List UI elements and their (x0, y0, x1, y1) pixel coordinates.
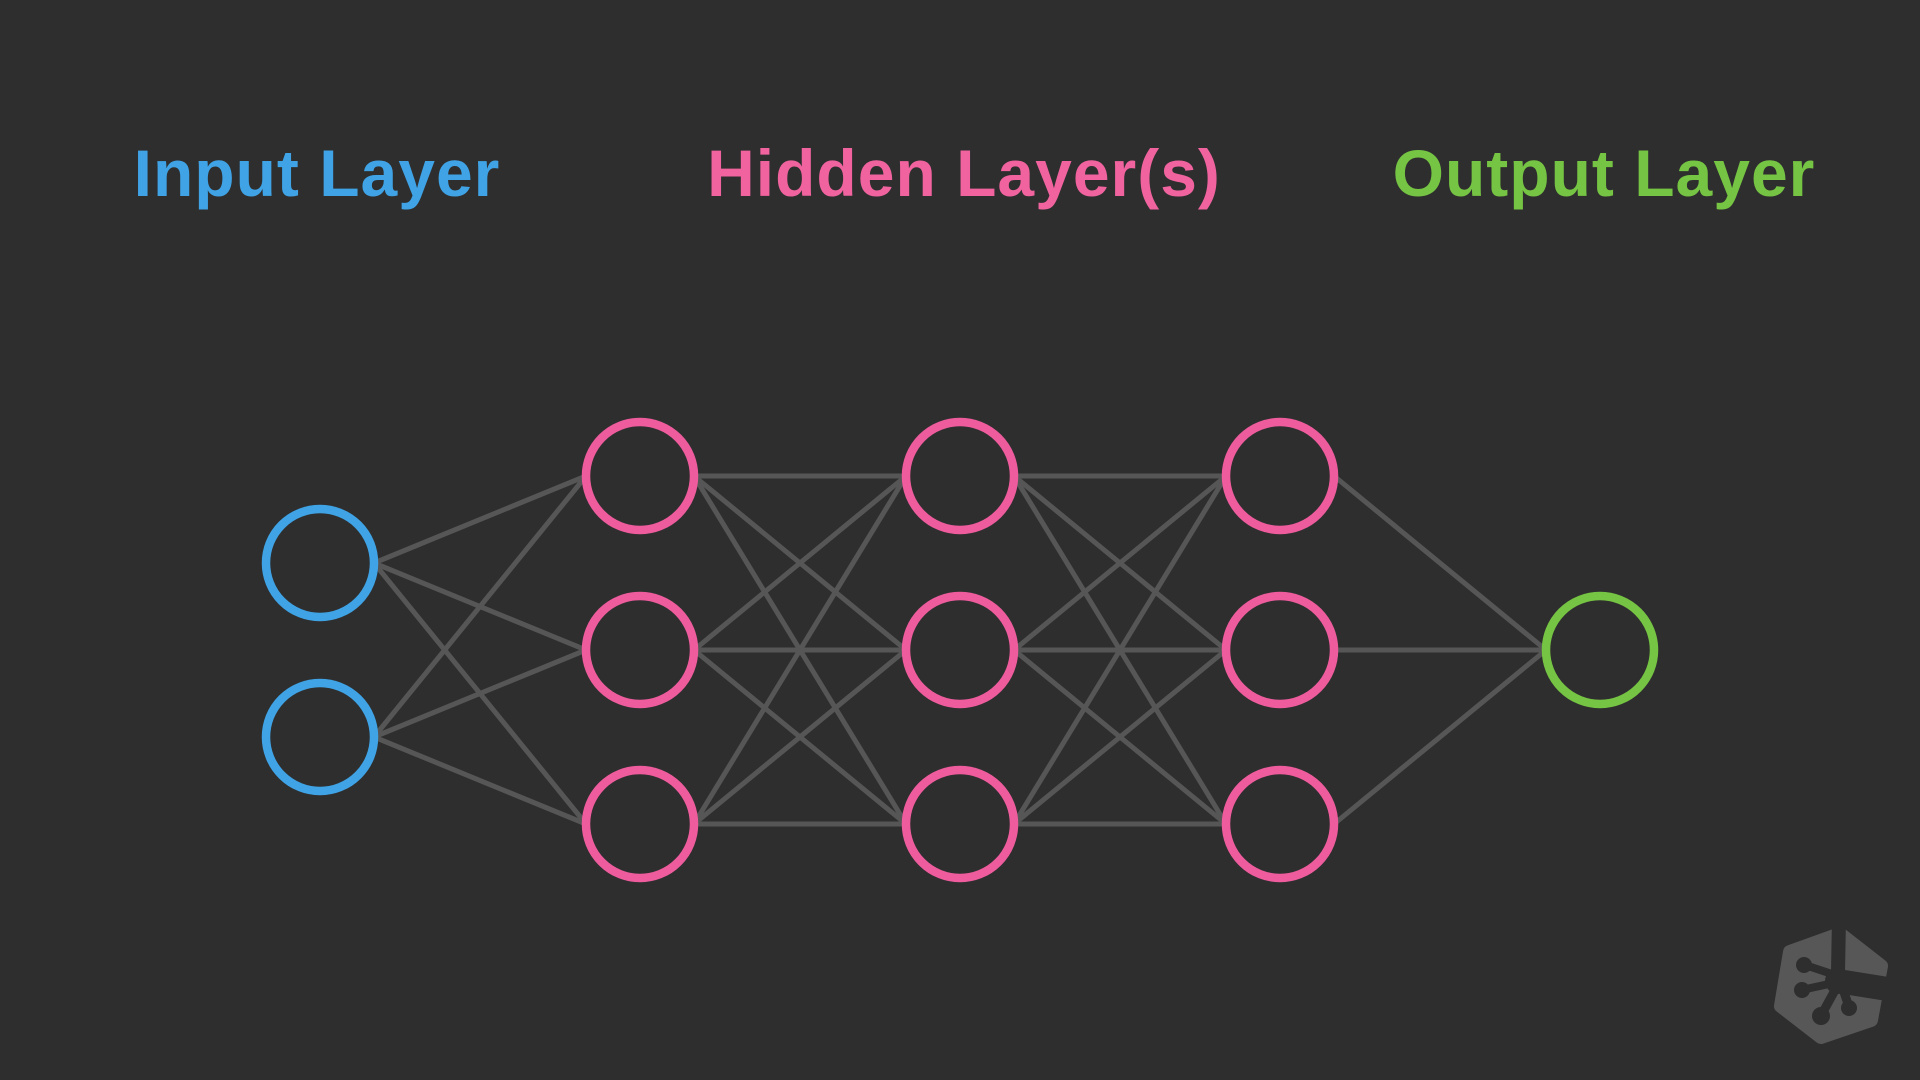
edge-hidden-2-to-hidden-3 (1012, 474, 1228, 652)
edge-input-to-hidden-1 (373, 734, 587, 827)
input-layer-label: Input Layer (133, 136, 501, 210)
edge-hidden-2-to-hidden-3 (1011, 474, 1229, 826)
input-node-2 (261, 678, 379, 796)
edges (372, 473, 1548, 827)
hidden-layer-label: Hidden Layer(s) (707, 136, 1221, 210)
input-node-1 (261, 504, 379, 622)
hidden-2-node-3 (901, 765, 1019, 883)
edge-hidden-1-to-hidden-2 (692, 648, 908, 826)
edge-hidden-3-to-output (1332, 648, 1548, 826)
output-layer-label: Output Layer (1392, 136, 1816, 210)
hidden-3-node-3 (1221, 765, 1339, 883)
edge-input-to-hidden-1 (373, 473, 587, 566)
frog-foot-cutout (1794, 922, 1894, 1025)
output-node-1 (1541, 591, 1659, 709)
edge-hidden-1-to-hidden-2 (691, 474, 909, 826)
edge-hidden-1-to-hidden-2 (692, 474, 908, 652)
edge-input-to-hidden-1 (372, 474, 588, 739)
hidden-3-node-1 (1221, 417, 1339, 535)
edge-hidden-3-to-output (1332, 474, 1548, 652)
hidden-3-node-2 (1221, 591, 1339, 709)
frog-foot-logo (1774, 922, 1894, 1044)
hidden-2-node-1 (901, 417, 1019, 535)
edge-input-to-hidden-1 (373, 647, 587, 740)
hidden-2-node-2 (901, 591, 1019, 709)
hidden-1-node-3 (581, 765, 699, 883)
edge-hidden-2-to-hidden-3 (1012, 648, 1228, 826)
hidden-1-node-2 (581, 591, 699, 709)
hidden-1-node-1 (581, 417, 699, 535)
